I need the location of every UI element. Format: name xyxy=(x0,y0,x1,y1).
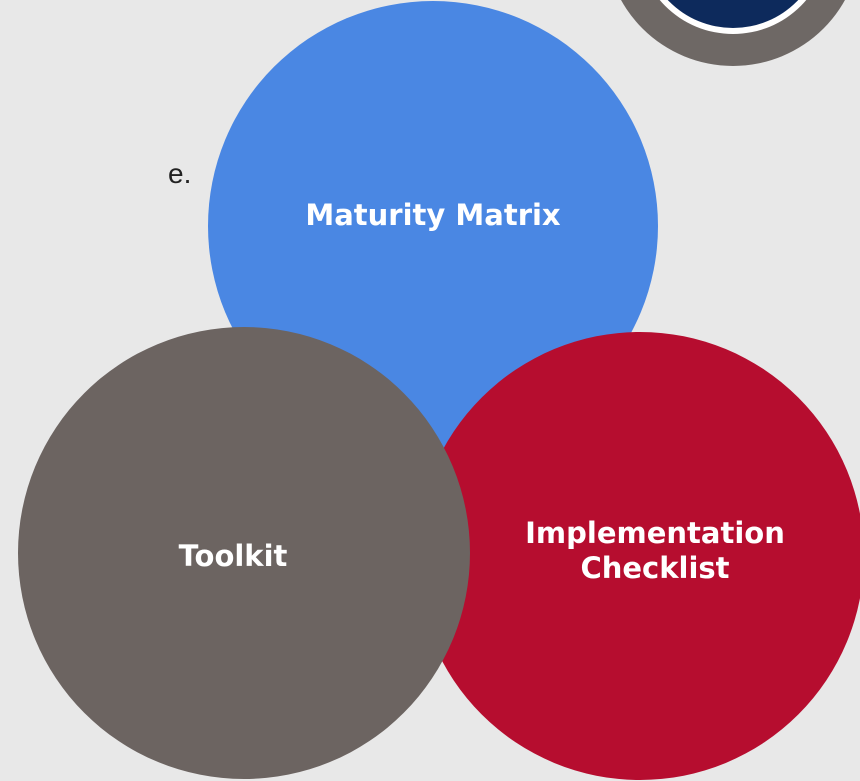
toolkit-circle xyxy=(18,327,470,779)
implementation-label-line-2: Checklist xyxy=(580,550,730,585)
implementation-label-line-1: Implementation xyxy=(525,516,785,550)
logo-inner xyxy=(667,0,799,28)
implementation-checklist-circle xyxy=(416,332,860,780)
maturity-matrix-circle xyxy=(208,1,658,451)
logo-emblem xyxy=(621,0,845,66)
maturity-matrix-label: Maturity Matrix xyxy=(305,198,561,232)
cut-off-text: e. xyxy=(168,158,192,189)
toolkit-label: Toolkit xyxy=(178,539,288,573)
implementation-checklist-label: Implementation Checklist xyxy=(525,516,785,586)
